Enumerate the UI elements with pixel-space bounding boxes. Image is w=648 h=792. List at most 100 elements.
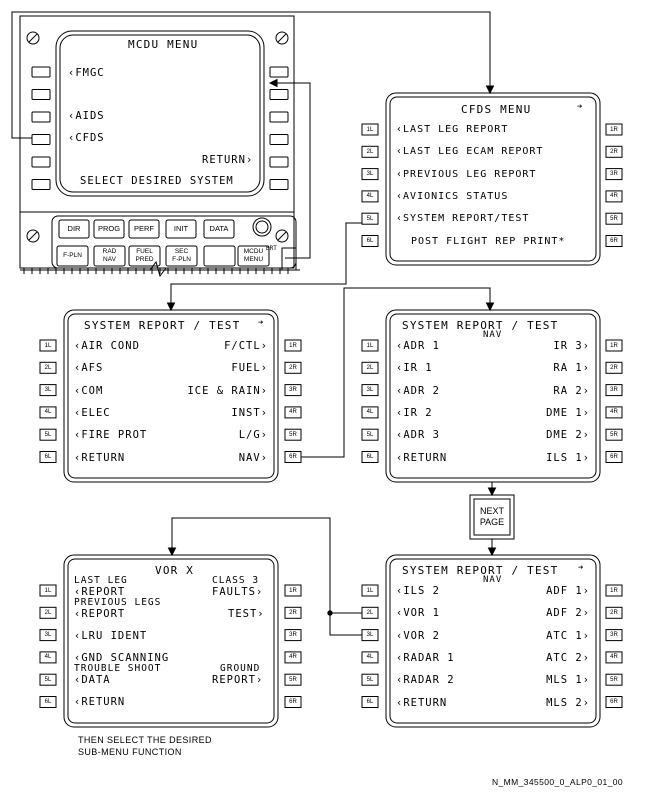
sysnav1-right-item[interactable]: DME 1› — [546, 406, 590, 419]
sysnav1-lsk-label[interactable]: 3L — [366, 387, 374, 394]
vorx-previous-legs-report[interactable]: ‹REPORT — [74, 608, 126, 620]
sysnav2-lsk-label[interactable]: 3R — [610, 632, 618, 639]
vorx-return[interactable]: ‹RETURN — [74, 696, 126, 708]
sysnav2-lsk-label[interactable]: 6R — [610, 699, 618, 705]
cfds-menu-item[interactable]: ‹AVIONICS STATUS — [396, 190, 509, 202]
sysnav1-lsk-label[interactable]: 3R — [610, 387, 618, 394]
sysnav2-left-item[interactable]: ‹VOR 1 — [396, 607, 440, 620]
vorx-lsk-label[interactable]: 2L — [44, 609, 52, 616]
cfds-menu-item[interactable]: ‹PREVIOUS LEG REPORT — [396, 168, 537, 180]
sysrep1-right-item[interactable]: ICE & RAIN› — [187, 384, 268, 397]
sysnav2-right-item[interactable]: MLS 2› — [546, 696, 590, 709]
sysrep1-left-item[interactable]: ‹ELEC — [74, 406, 111, 419]
vorx-last-leg-report[interactable]: ‹REPORT — [74, 586, 126, 598]
sysnav1-right-item[interactable]: RA 2› — [553, 384, 590, 397]
sysnav2-lsk-label[interactable]: 2L — [366, 609, 374, 616]
mcdu-key-init[interactable]: INIT — [173, 224, 189, 233]
vorx-lsk-label[interactable]: 1R — [289, 587, 297, 594]
vorx-lsk-label[interactable]: 3R — [289, 632, 297, 639]
vorx-class3-faults[interactable]: FAULTS› — [212, 586, 264, 598]
sysrep1-lsk-label[interactable]: 4R — [289, 409, 297, 416]
sysnav2-right-item[interactable]: ADF 2› — [546, 607, 590, 620]
sysnav1-lsk-label[interactable]: 5R — [610, 431, 618, 438]
cfds-lsk-label[interactable]: 1L — [366, 126, 374, 133]
vorx-lsk-label[interactable]: 5L — [44, 676, 52, 683]
cfds-lsk-label[interactable]: 4R — [610, 193, 618, 200]
sysnav2-lsk-label[interactable]: 1L — [366, 587, 374, 594]
cfds-lsk-label[interactable]: 2R — [610, 148, 618, 155]
vorx-lsk-label[interactable]: 4R — [289, 654, 297, 661]
sysrep1-left-item[interactable]: ‹FIRE PROT — [74, 429, 148, 442]
sysnav2-lsk-label[interactable]: 4R — [610, 654, 618, 661]
mcdu-key-perf[interactable]: PERF — [133, 224, 154, 233]
sysrep1-left-item[interactable]: ‹RETURN — [74, 451, 126, 464]
sysnav2-left-item[interactable]: ‹ILS 2 — [396, 585, 440, 597]
sysnav1-right-item[interactable]: DME 2› — [546, 429, 590, 442]
sysnav2-lsk-label[interactable]: 5L — [366, 676, 374, 683]
mcdu-item-return[interactable]: RETURN› — [202, 154, 254, 166]
mcdu-item-fmgc[interactable]: ‹FMGC — [68, 67, 105, 79]
cfds-lsk-label[interactable]: 6L — [366, 238, 374, 244]
vorx-lsk-label[interactable]: 4L — [44, 654, 52, 661]
sysnav2-right-item[interactable]: MLS 1› — [546, 674, 590, 687]
sysnav2-left-item[interactable]: ‹RETURN — [396, 696, 448, 709]
cfds-menu-item[interactable]: ‹LAST LEG ECAM REPORT — [396, 146, 544, 158]
sysnav2-left-item[interactable]: ‹RADAR 2 — [396, 674, 455, 687]
sysrep1-lsk-label[interactable]: 5L — [44, 431, 52, 438]
sysnav2-lsk-label[interactable]: 2R — [610, 609, 618, 616]
vorx-lsk-label[interactable]: 6R — [289, 699, 297, 705]
sysrep1-lsk-label[interactable]: 2L — [44, 364, 52, 371]
sysnav1-right-item[interactable]: RA 1› — [553, 362, 590, 375]
sysrep1-lsk-label[interactable]: 4L — [44, 409, 52, 416]
mcdu-key-f-pln[interactable]: F-PLN — [63, 252, 82, 259]
sysnav1-lsk-label[interactable]: 1L — [366, 342, 374, 349]
sysnav1-left-item[interactable]: ‹IR 1 — [396, 362, 433, 375]
sysnav1-left-item[interactable]: ‹ADR 3 — [396, 429, 440, 442]
vorx-lsk-label[interactable]: 5R — [289, 676, 297, 683]
sysrep1-left-item[interactable]: ‹COM — [74, 384, 104, 397]
cfds-lsk-label[interactable]: 1R — [610, 126, 618, 133]
sysnav1-lsk-label[interactable]: 4L — [366, 409, 374, 416]
cfds-lsk-label[interactable]: 6R — [610, 238, 618, 244]
vorx-trouble-shoot-data[interactable]: ‹DATA — [74, 674, 111, 686]
vorx-gnd-scanning[interactable]: ‹GND SCANNING — [74, 652, 170, 664]
cfds-menu-item[interactable]: ‹SYSTEM REPORT/TEST — [396, 213, 530, 225]
sysrep1-left-item[interactable]: ‹AIR COND — [74, 340, 140, 352]
sysrep1-lsk-label[interactable]: 2R — [289, 364, 297, 371]
sysrep1-lsk-label[interactable]: 1L — [44, 342, 52, 349]
cfds-menu-item[interactable]: ‹LAST LEG REPORT — [396, 124, 509, 135]
sysnav2-left-item[interactable]: ‹VOR 2 — [396, 629, 440, 642]
sysnav2-lsk-label[interactable]: 3L — [366, 632, 374, 639]
sysrep1-lsk-label[interactable]: 3L — [44, 387, 52, 394]
mcdu-item-aids[interactable]: ‹AIDS — [68, 110, 105, 122]
sysrep1-right-item[interactable]: INST› — [231, 406, 268, 419]
sysrep1-left-item[interactable]: ‹AFS — [74, 362, 104, 375]
sysnav2-lsk-label[interactable]: 1R — [610, 587, 618, 594]
sysrep1-right-item[interactable]: FUEL› — [231, 362, 268, 375]
vorx-lsk-label[interactable]: 2R — [289, 609, 297, 616]
sysnav2-right-item[interactable]: ATC 1› — [546, 629, 590, 642]
cfds-lsk-label[interactable]: 5L — [366, 215, 374, 222]
vorx-lru-ident[interactable]: ‹LRU IDENT — [74, 630, 148, 642]
sysnav1-lsk-label[interactable]: 2L — [366, 364, 374, 371]
vorx-lsk-label[interactable]: 3L — [44, 632, 52, 639]
cfds-lsk-label[interactable]: 2L — [366, 148, 374, 155]
vorx-ground-report[interactable]: REPORT› — [212, 674, 264, 686]
sysnav1-lsk-label[interactable]: 5L — [366, 431, 374, 438]
mcdu-item-cfds[interactable]: ‹CFDS — [68, 132, 105, 144]
cfds-menu-item[interactable]: POST FLIGHT REP PRINT* — [411, 235, 566, 247]
cfds-lsk-label[interactable]: 4L — [366, 193, 374, 200]
sysnav1-right-item[interactable]: ILS 1› — [546, 451, 590, 464]
sysrep1-lsk-label[interactable]: 5R — [289, 431, 297, 438]
sysnav1-lsk-label[interactable]: 1R — [610, 342, 618, 349]
sysrep1-right-item[interactable]: F/CTL› — [224, 340, 268, 352]
mcdu-key-data[interactable]: DATA — [209, 224, 229, 233]
cfds-lsk-label[interactable]: 3L — [366, 171, 374, 178]
vorx-test[interactable]: TEST› — [228, 608, 265, 620]
sysnav1-left-item[interactable]: ‹ADR 2 — [396, 384, 440, 397]
sysnav1-left-item[interactable]: ‹RETURN — [396, 451, 448, 464]
